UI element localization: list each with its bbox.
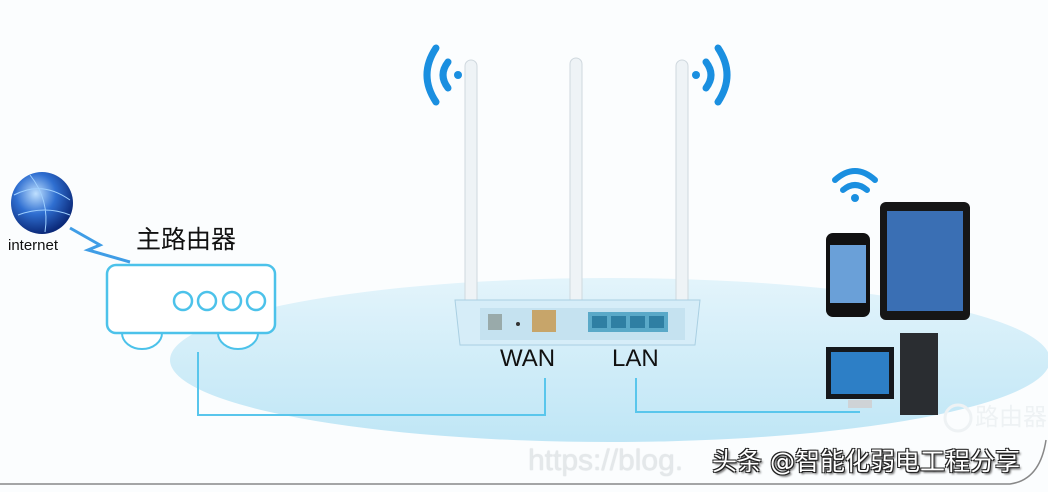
- wifi-devices-icon: [832, 168, 878, 202]
- desktop-computer-icon: [826, 333, 938, 415]
- internet-globe-icon: [11, 172, 73, 234]
- lan-port-label: LAN: [612, 345, 659, 372]
- watermark-logo-icon: [943, 403, 973, 433]
- wan-port-label: WAN: [500, 345, 556, 372]
- cable-main-to-wan: [197, 352, 546, 416]
- lightning-link-icon: [69, 226, 131, 264]
- author-credit: 头条 @智能化弱电工程分享: [712, 447, 1020, 476]
- wifi-left-icon: [423, 44, 462, 106]
- bottom-card-edge: [0, 439, 1047, 485]
- tablet-icon: [880, 202, 970, 320]
- network-area-ellipse: [170, 278, 1048, 442]
- wifi-right-icon: [692, 44, 731, 106]
- main-router-icon: [105, 263, 277, 350]
- url-watermark: https://blog.: [528, 444, 684, 477]
- main-router-label: 主路由器: [136, 225, 237, 254]
- logo-watermark: 路由器: [975, 403, 1047, 431]
- wireless-router-icon: [454, 57, 701, 346]
- internet-label: internet: [8, 237, 59, 254]
- smartphone-icon: [826, 233, 870, 317]
- cable-lan-to-pc: [635, 378, 860, 413]
